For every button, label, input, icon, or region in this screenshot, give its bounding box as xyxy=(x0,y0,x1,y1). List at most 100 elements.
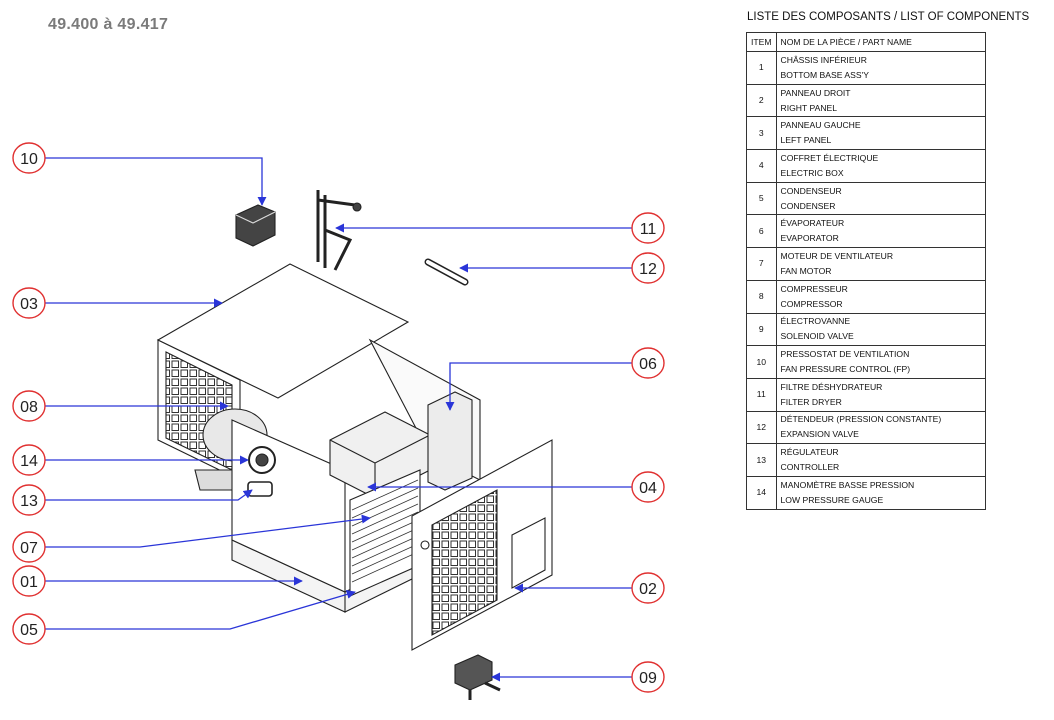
right-panel-grille xyxy=(431,489,498,636)
part-name-fr: MOTEUR DE VENTILATEUR xyxy=(780,250,894,261)
svg-text:07: 07 xyxy=(20,540,38,557)
part-name-en: RIGHT PANEL xyxy=(780,102,838,113)
evaporator-shape xyxy=(427,391,473,491)
callout-06: 06 xyxy=(631,347,665,379)
callout-02: 02 xyxy=(631,572,665,604)
part-name-fr: PRESSOSTAT DE VENTILATION xyxy=(780,349,910,360)
svg-text:12: 12 xyxy=(639,261,657,278)
part-name: CONDENSEUR CONDENSER xyxy=(775,181,987,216)
part-name: ÉLECTROVANNE SOLENOID VALVE xyxy=(775,312,987,347)
svg-text:10: 10 xyxy=(20,151,38,168)
part-name-en: EXPANSION VALVE xyxy=(780,429,859,440)
part-name: MOTEUR DE VENTILATEUR FAN MOTOR xyxy=(775,247,987,281)
part-name-fr: PANNEAU DROIT xyxy=(780,87,851,98)
callout-13: 13 xyxy=(12,484,46,516)
svg-text:02: 02 xyxy=(639,581,657,598)
svg-text:11: 11 xyxy=(640,221,657,238)
callout-05: 05 xyxy=(12,613,46,645)
item-number: 11 xyxy=(746,377,777,412)
filter-dryer-shape xyxy=(316,190,356,268)
part-name-fr: DÉTENDEUR (PRESSION CONSTANTE) xyxy=(780,414,942,425)
part-name-fr: ÉVAPORATEUR xyxy=(780,218,845,229)
part-name-en: CONTROLLER xyxy=(780,462,840,473)
callout-10: 10 xyxy=(12,142,46,174)
leader-06 xyxy=(445,362,632,411)
part-name-en: ELECTRIC BOX xyxy=(780,167,844,178)
part-name-en: FILTER DRYER xyxy=(780,396,842,407)
callout-12: 12 xyxy=(631,252,665,284)
part-name-fr: RÉGULATEUR xyxy=(780,447,839,458)
svg-text:08: 08 xyxy=(20,399,38,416)
part-name-en: FAN PRESSURE CONTROL (FP) xyxy=(780,364,911,375)
part-name-fr: CONDENSEUR xyxy=(780,185,842,196)
callout-01: 01 xyxy=(12,565,46,597)
part-name-fr: CHÂSSIS INFÉRIEUR xyxy=(780,54,867,65)
part-name-en: SOLENOID VALVE xyxy=(780,331,854,342)
item-number: 1 xyxy=(746,51,777,85)
callout-07: 07 xyxy=(12,531,46,563)
table-row: 12 DÉTENDEUR (PRESSION CONSTANTE)EXPANSI… xyxy=(746,410,987,445)
part-name-en: BOTTOM BASE ASS'Y xyxy=(780,69,869,80)
callouts: 10 03 08 14 13 07 01 05 11 12 06 04 02 0… xyxy=(12,142,665,693)
table-header-row: ITEM NOM DE LA PIÈCE / PART NAME xyxy=(746,32,987,52)
fan-pressure-control-shape xyxy=(235,204,276,247)
svg-text:01: 01 xyxy=(20,574,38,591)
part-name-fr: ÉLECTROVANNE xyxy=(780,316,851,327)
callout-09: 09 xyxy=(631,661,665,693)
callout-14: 14 xyxy=(12,444,46,476)
component-list-table: ITEM NOM DE LA PIÈCE / PART NAME 1 CHÂSS… xyxy=(746,32,987,510)
leader-10 xyxy=(44,157,267,206)
part-name-fr: MANOMÈTRE BASSE PRESSION xyxy=(780,479,915,490)
model-range-title: 49.400 à 49.417 xyxy=(48,16,169,33)
callout-11: 11 xyxy=(631,212,665,244)
svg-text:14: 14 xyxy=(20,453,38,470)
leader-lines xyxy=(44,157,632,682)
item-number: 7 xyxy=(746,247,777,281)
cabinet-drawing xyxy=(156,263,553,651)
part-name-fr: FILTRE DÉSHYDRATEUR xyxy=(780,381,883,392)
part-name: PANNEAU GAUCHE LEFT PANEL xyxy=(775,116,987,151)
table-row: 14 MANOMÈTRE BASSE PRESSION LOW PRESSURE … xyxy=(746,475,987,510)
right-panel-window xyxy=(511,517,546,589)
table-row: 11 FILTRE DÉSHYDRATEUR FILTER DRYER xyxy=(746,377,987,412)
part-name-fr: COFFRET ÉLECTRIQUE xyxy=(780,152,879,163)
part-name: PANNEAU DROIT RIGHT PANEL xyxy=(775,83,987,118)
part-name: COFFRET ÉLECTRIQUE ELECTRIC BOX xyxy=(775,149,987,183)
callout-04: 04 xyxy=(631,471,665,503)
part-name-fr: COMPRESSEUR xyxy=(780,283,848,294)
item-number: 14 xyxy=(746,475,777,510)
callout-08: 08 xyxy=(12,390,46,422)
part-name: MANOMÈTRE BASSE PRESSION LOW PRESSURE GAU… xyxy=(775,475,987,510)
column-header-part-name: NOM DE LA PIÈCE / PART NAME xyxy=(775,32,987,52)
table-row: 1 CHÂSSIS INFÉRIEUR BOTTOM BASE ASS'Y xyxy=(746,51,987,85)
svg-text:06: 06 xyxy=(639,356,657,373)
controller-shape xyxy=(247,481,273,497)
part-name-en: LEFT PANEL xyxy=(780,135,832,146)
part-name-en: EVAPORATOR xyxy=(780,233,839,244)
part-name-en: LOW PRESSURE GAUGE xyxy=(780,494,884,505)
loose-parts xyxy=(235,190,501,700)
part-name-en: CONDENSER xyxy=(780,200,836,211)
svg-text:04: 04 xyxy=(639,480,657,497)
part-name: CHÂSSIS INFÉRIEUR BOTTOM BASE ASS'Y xyxy=(775,51,987,85)
leader-13 xyxy=(44,489,253,501)
callout-03: 03 xyxy=(12,287,46,319)
leader-07 xyxy=(44,514,371,548)
svg-text:05: 05 xyxy=(20,622,38,639)
leader-05 xyxy=(44,589,356,630)
part-name-en: FAN MOTOR xyxy=(780,265,832,276)
item-number: 8 xyxy=(746,279,777,314)
svg-text:03: 03 xyxy=(20,296,38,313)
component-list-title: LISTE DES COMPOSANTS / LIST OF COMPONENT… xyxy=(747,11,1030,23)
svg-text:13: 13 xyxy=(20,493,38,510)
part-name-fr: PANNEAU GAUCHE xyxy=(780,120,861,131)
part-name: DÉTENDEUR (PRESSION CONSTANTE) EXPANSION … xyxy=(775,410,987,445)
